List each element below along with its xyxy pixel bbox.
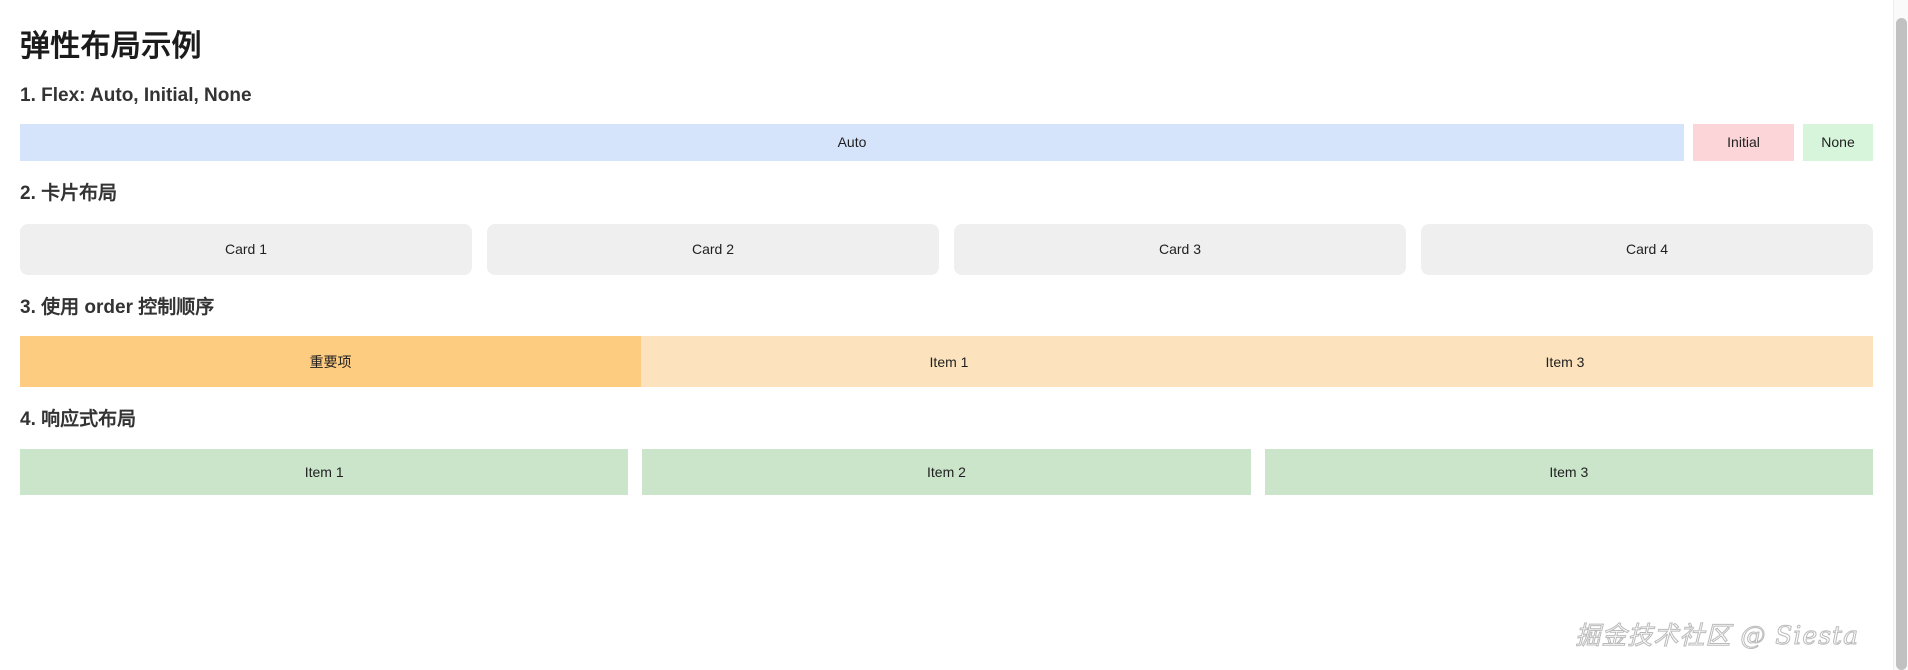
card-item[interactable]: Card 2: [487, 223, 939, 275]
order-item-3: Item 3: [1257, 336, 1873, 388]
vertical-scrollbar[interactable]: [1893, 0, 1908, 670]
order-row: Item 1 重要项 Item 3: [20, 336, 1873, 388]
responsive-item: Item 1: [20, 449, 629, 496]
responsive-item: Item 2: [642, 449, 1251, 496]
card-item[interactable]: Card 3: [954, 223, 1406, 275]
section-heading-cards: 2. 卡片布局: [20, 182, 118, 204]
flex-item-none: None: [1803, 123, 1873, 161]
section-heading-responsive: 4. 响应式布局: [20, 409, 137, 431]
scrollbar-thumb[interactable]: [1896, 18, 1907, 670]
order-item-1: Item 1: [641, 336, 1257, 388]
watermark: 掘金技术社区 @ Siesta: [1575, 621, 1859, 651]
order-item-important: 重要项: [20, 336, 641, 388]
section-heading-flex-basics: 1. Flex: Auto, Initial, None: [20, 85, 252, 106]
responsive-row: Item 1 Item 2 Item 3: [20, 449, 1873, 496]
flex-item-initial: Initial: [1693, 123, 1794, 161]
page-title: 弹性布局示例: [20, 30, 202, 63]
card-item[interactable]: Card 1: [20, 223, 472, 275]
responsive-item: Item 3: [1264, 449, 1873, 496]
section-heading-order: 3. 使用 order 控制顺序: [20, 296, 215, 318]
cards-row: Card 1 Card 2 Card 3 Card 4: [20, 223, 1873, 275]
flex-basics-row: Auto Initial None: [20, 123, 1873, 161]
flex-item-auto: Auto: [20, 123, 1684, 161]
card-item[interactable]: Card 4: [1421, 223, 1873, 275]
